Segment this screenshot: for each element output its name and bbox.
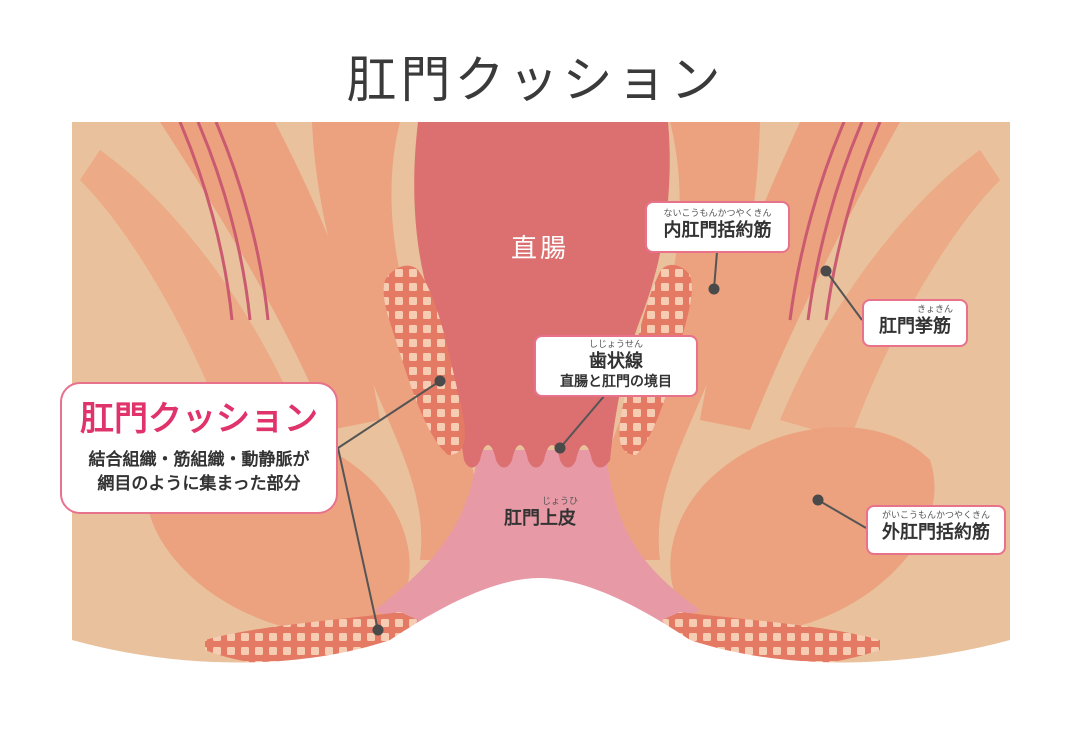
page-title: 肛門クッション xyxy=(346,51,725,109)
anal-cushion-description: 結合組織・筋組織・動静脈が 網目のように集まった部分 xyxy=(88,450,310,494)
levator-ani-text: 肛門挙筋 xyxy=(879,316,951,337)
levator-ani-label: きょきん 肛門挙筋 xyxy=(862,299,968,347)
external-sphincter-label: がいこうもんかつやくきん 外肛門括約筋 xyxy=(866,505,1006,555)
external-sphincter-text: 外肛門括約筋 xyxy=(882,522,990,543)
anoderm-text: 肛門上皮 xyxy=(504,508,576,529)
right-fiber-lines xyxy=(788,122,882,321)
anoderm-region xyxy=(375,450,700,640)
leader-dots xyxy=(372,265,832,636)
levator-ani-ruby: きょきん xyxy=(916,305,953,315)
leader-lines xyxy=(337,251,867,631)
anal-cushion-title: 肛門クッション xyxy=(80,399,318,439)
internal-sphincter-label: ないこうもんかつやくきん 内肛門括約筋 xyxy=(645,201,790,253)
external-sphincter-ruby: がいこうもんかつやくきん xyxy=(881,511,990,521)
internal-sphincter-ruby: ないこうもんかつやくきん xyxy=(663,209,772,219)
left-upper-muscle xyxy=(80,150,300,440)
dentate-line-text: 歯状線 xyxy=(589,351,643,372)
anal-cushion-callout: 肛門クッション 結合組織・筋組織・動静脈が 網目のように集まった部分 xyxy=(60,382,338,514)
right-external-muscle xyxy=(670,427,935,632)
dentate-line-label: しじょうせん 歯状線 直腸と肛門の境目 xyxy=(534,335,698,397)
right-levator-muscle xyxy=(700,122,900,430)
internal-sphincter-text: 内肛門括約筋 xyxy=(663,220,772,241)
anal-opening xyxy=(72,578,1010,682)
anoderm-label: じょうひ 肛門上皮 xyxy=(480,497,600,530)
left-upper-cushion xyxy=(383,265,465,455)
left-levator-muscle xyxy=(160,122,380,430)
dentate-line-sub: 直腸と肛門の境目 xyxy=(560,374,672,390)
dentate-line-ruby: しじょうせん xyxy=(588,340,643,350)
left-fiber-lines xyxy=(178,122,270,321)
right-upper-muscle xyxy=(780,150,1000,440)
anoderm-ruby: じょうひ xyxy=(541,497,578,507)
left-internal-muscle xyxy=(312,122,479,560)
rectum-label: 直腸 xyxy=(510,234,569,264)
